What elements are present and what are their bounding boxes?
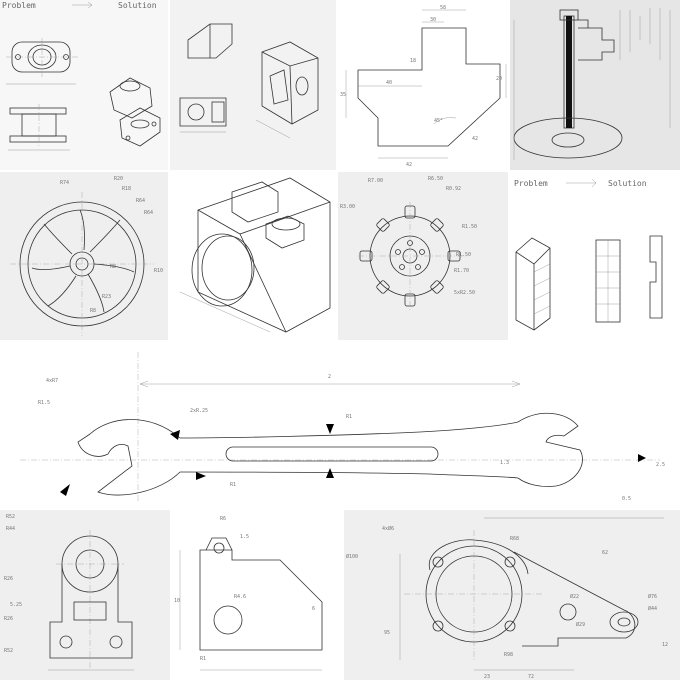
dim-4xo6: 4xØ6	[382, 525, 394, 532]
dim-r1-5-b: R1.50	[456, 252, 471, 258]
dim-58: 58	[440, 5, 446, 11]
dim-r1-b: R1	[230, 482, 236, 488]
dim-45deg: 45°	[434, 118, 443, 124]
dim-12: 12	[662, 642, 668, 648]
dim-o100: Ø100	[346, 553, 358, 560]
dim-23: 23	[484, 674, 490, 680]
drawing-cylinder-section	[510, 0, 680, 170]
drawing-double-ended-wrench: 2 4xR7 R1.5 2xR.25 R1 1.3 R1 2.5 0.5	[0, 342, 680, 508]
arrow-right-icon	[72, 1, 93, 9]
dim-0-5: 0.5	[622, 496, 631, 502]
dim-r3: R3.00	[340, 204, 355, 210]
dim-o44: Ø44	[648, 605, 657, 612]
dim-30: 30	[430, 17, 436, 23]
drawing-flange-problem-solution: Problem Solution	[0, 0, 168, 170]
drawing-stepped-plate: 58 30 18 40 20 35 42 42 45°	[338, 0, 508, 170]
dim-r74: R74	[60, 180, 69, 186]
dim-1-3: 1.3	[500, 460, 509, 466]
dim-r8-a: R8	[110, 264, 116, 270]
dim-42-b: 42	[406, 162, 412, 168]
dim-35: 35	[340, 92, 346, 98]
dim-r26-b: R26	[4, 616, 13, 622]
dim-r20: R20	[114, 176, 123, 182]
dim-6: 6	[312, 606, 315, 612]
drawing-gear: R7.00 R6.50 R0.92 R3.00 R1.50 R1.50 R1.7…	[338, 172, 508, 340]
dim-r10: R10	[154, 268, 163, 274]
dim-18: 18	[410, 58, 416, 64]
dim-r1-5-a: R1.50	[462, 224, 477, 230]
dim-r64-a: R64	[136, 198, 145, 204]
dim-4xr7: 4xR7	[46, 378, 58, 384]
dim-62: 62	[602, 550, 608, 556]
dim-r64-b: R64	[144, 210, 153, 216]
drawing-impeller-disc: R74 R20 R18 R64 R64 R10 R8 R23 R8	[0, 172, 168, 340]
drawing-l-plate: R6 1.5 10 R4.6 R1 6	[172, 510, 342, 680]
drawing-building-problem-solution: Problem Solution	[510, 172, 680, 340]
dim-o29: Ø29	[576, 621, 585, 628]
problem-label: Problem	[2, 1, 36, 10]
drawing-wedge-block	[170, 0, 336, 170]
dim-10: 10	[174, 598, 180, 604]
problem-label-2: Problem	[514, 179, 548, 188]
dim-95: 95	[384, 630, 390, 636]
dim-40: 40	[386, 80, 392, 86]
solution-label: Solution	[118, 1, 157, 10]
dim-r52: R52	[6, 514, 15, 520]
dim-r68: R68	[510, 536, 519, 542]
dim-r26-a: R26	[4, 576, 13, 582]
solution-label-2: Solution	[608, 179, 647, 188]
dim-r8-b: R8	[90, 308, 96, 314]
dim-overall: 2	[328, 374, 331, 380]
dim-5xr2-5: 5xR2.50	[454, 290, 475, 296]
dim-r7: R7.00	[368, 178, 383, 184]
dim-r0-92: R0.92	[446, 186, 461, 192]
drawing-bracket-boss: R52 R44 R26 R26 R52 5.25	[0, 510, 170, 680]
dim-1-5: 1.5	[240, 534, 249, 540]
dim-r6: R6	[220, 516, 226, 522]
dim-r1: R1	[200, 656, 206, 662]
arrow-right-icon-2	[566, 178, 597, 188]
dim-r23: R23	[102, 294, 111, 300]
dim-2xr25: 2xR.25	[190, 408, 208, 414]
dim-r98: R98	[504, 652, 513, 658]
dim-r4-6: R4.6	[234, 594, 246, 600]
dim-r1-5: R1.5	[38, 400, 50, 406]
dim-r6-5: R6.50	[428, 176, 443, 182]
dim-r18: R18	[122, 186, 131, 192]
dim-72: 72	[528, 674, 534, 680]
dim-42-a: 42	[472, 136, 478, 142]
dim-r1: R1	[346, 414, 352, 420]
dim-5-25: 5.25	[10, 602, 22, 608]
dim-r52-b: R52	[4, 648, 13, 654]
dim-r1-7: R1.70	[454, 268, 469, 274]
drawing-camera-block	[170, 172, 336, 340]
dim-2-5: 2.5	[656, 462, 665, 468]
drawing-flange-arm: 4xØ6 R68 Ø100 62 Ø76 Ø44 Ø29 Ø22 95 12 7…	[344, 510, 680, 680]
dim-o22: Ø22	[570, 593, 579, 600]
dim-o76: Ø76	[648, 593, 657, 600]
dim-20: 20	[496, 76, 502, 82]
dim-r44: R44	[6, 526, 15, 532]
